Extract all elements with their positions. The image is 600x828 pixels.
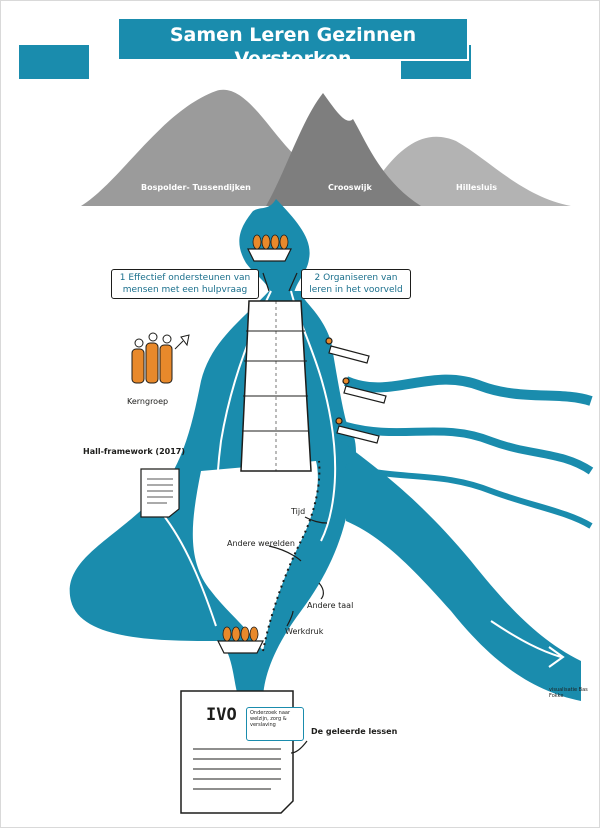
page-title: Samen Leren Gezinnen Versterken <box>169 24 417 70</box>
ivo-logo: IVO <box>206 705 237 725</box>
mountain-middle <box>266 93 421 206</box>
goal-two-box: 2 Organiseren van leren in het voorveld <box>301 269 411 299</box>
authors: Lisan Jansen Lorkeers & Cas Barendregt <box>213 71 373 80</box>
boat-bottom <box>217 626 264 654</box>
geleerde-lessen-label: De geleerde lessen <box>311 727 398 736</box>
mountain-label-middle: Crooswijk <box>328 183 372 192</box>
mountains <box>81 89 571 206</box>
tower <box>240 300 312 472</box>
tributary-2 <box>344 422 594 475</box>
title-banner: Samen Leren Gezinnen Versterken Lisan Ja… <box>117 17 469 80</box>
andere-werelden-label: Andere werelden <box>227 539 295 548</box>
tijd-label: Tijd <box>291 507 306 516</box>
banner-left-wing <box>19 45 89 79</box>
mountain-label-right: Hillesluis <box>456 183 498 192</box>
werkdruk-label: Werkdruk <box>285 627 324 636</box>
goal-one-box: 1 Effectief ondersteunen van mensen met … <box>111 269 259 299</box>
boat-top <box>247 234 292 262</box>
mountain-right <box>361 136 571 206</box>
framework-document <box>140 468 180 518</box>
signature: visualisatie Bas Fokke <box>549 687 588 699</box>
ivo-note: Onderzoek naar welzijn, zorg & verslavin… <box>246 707 304 741</box>
tributary-3 <box>345 463 593 529</box>
ladders <box>325 337 387 444</box>
tributary-1 <box>343 374 593 406</box>
mountain-label-left: Bospolder- Tussendijken <box>141 183 251 192</box>
kerngroep-label: Kerngroep <box>127 397 169 406</box>
andere-taal-label: Andere taal <box>307 601 354 610</box>
mountain-left <box>81 89 331 206</box>
connectors <box>262 272 328 754</box>
kerngroep-people <box>131 332 190 384</box>
river-right-arm <box>341 441 581 701</box>
river-inner-island <box>192 461 318 651</box>
framework-label: Hall-framework (2017) <box>83 447 185 456</box>
flow-arrow <box>490 620 565 668</box>
